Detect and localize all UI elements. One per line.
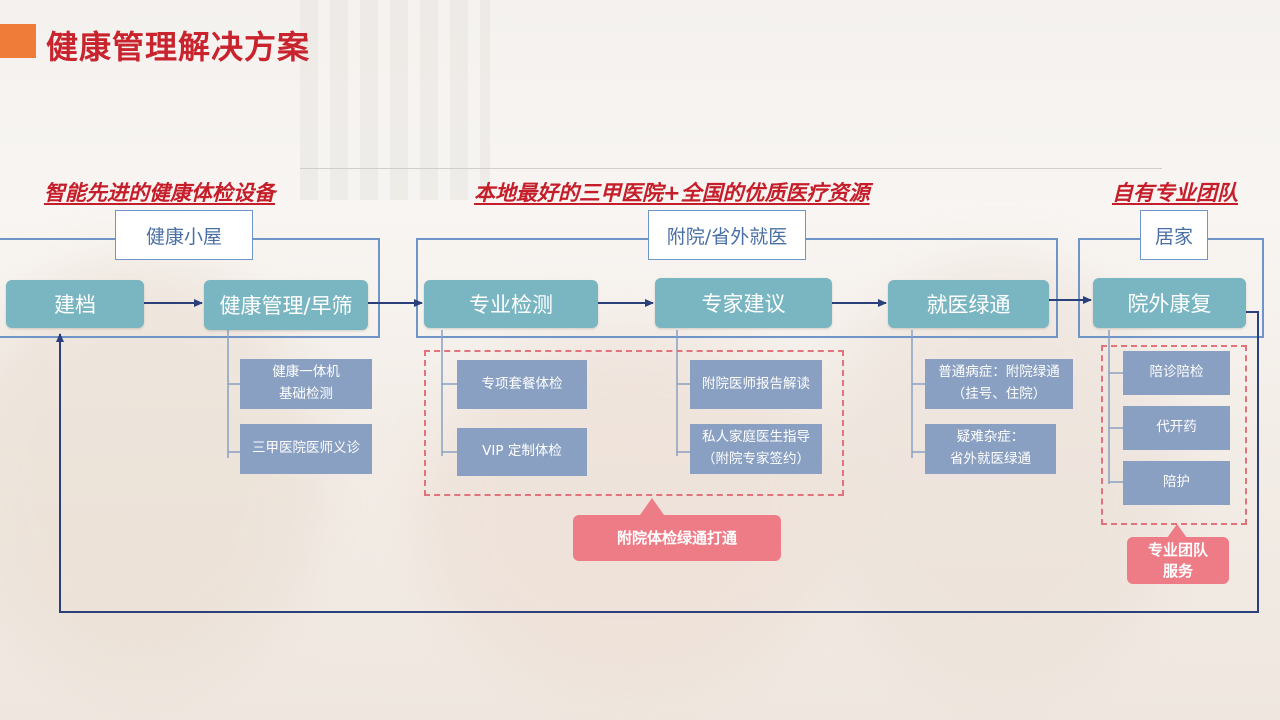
substep-escort-visits: 陪诊陪检: [1123, 351, 1230, 395]
highlight-hospital-exams: [424, 350, 844, 496]
group-label-home: 居家: [1140, 210, 1208, 260]
substep-free-consultation: 三甲医院医师义诊: [240, 424, 372, 474]
highlight-home-services: [1101, 345, 1247, 525]
substep-special-package-exam: 专项套餐体检: [457, 360, 587, 409]
callout-pointer-hospital: [640, 498, 664, 515]
substep-prescription-pickup: 代开药: [1123, 406, 1230, 450]
callout-pointer-team: [1167, 524, 1187, 538]
substep-health-kiosk: 健康一体机基础检测: [240, 359, 372, 409]
substep-report-interpretation: 附院医师报告解读: [690, 360, 822, 409]
section-title-left: 智能先进的健康体检设备: [44, 181, 275, 205]
section-title-right: 自有专业团队: [1112, 181, 1238, 205]
background-building: [300, 0, 490, 200]
callout-professional-team: 专业团队服务: [1127, 537, 1229, 584]
substep-difficult-illness-greenchannel: 疑难杂症：省外就医绿通: [925, 424, 1056, 474]
section-title-middle: 本地最好的三甲医院+全国的优质医疗资源: [474, 181, 870, 205]
stage-jiankang[interactable]: 健康管理/早筛: [204, 280, 368, 330]
substep-family-doctor: 私人家庭医生指导（附院专家签约）: [690, 424, 822, 474]
page-title: 健康管理解决方案: [46, 28, 311, 66]
group-label-hospital: 附院/省外就医: [648, 210, 806, 260]
header-divider: [300, 168, 1162, 169]
background-photo-shade: [820, 260, 1180, 690]
substep-vip-custom-exam: VIP 定制体检: [457, 428, 587, 476]
title-accent-block: [0, 24, 36, 58]
substep-common-illness-greenchannel: 普通病症：附院绿通（挂号、住院）: [925, 359, 1073, 409]
substep-nursing-care: 陪护: [1123, 461, 1230, 505]
callout-hospital-greenchannel: 附院体检绿通打通: [573, 515, 781, 561]
stage-jiandang[interactable]: 建档: [6, 280, 144, 328]
stage-jiance[interactable]: 专业检测: [424, 280, 598, 328]
stage-jianyi[interactable]: 专家建议: [655, 278, 832, 328]
stage-kangfu[interactable]: 院外康复: [1093, 278, 1246, 328]
loop-back-line: [56, 311, 1259, 613]
stage-lvtong[interactable]: 就医绿通: [888, 280, 1049, 328]
group-label-health-cabin: 健康小屋: [115, 210, 253, 260]
